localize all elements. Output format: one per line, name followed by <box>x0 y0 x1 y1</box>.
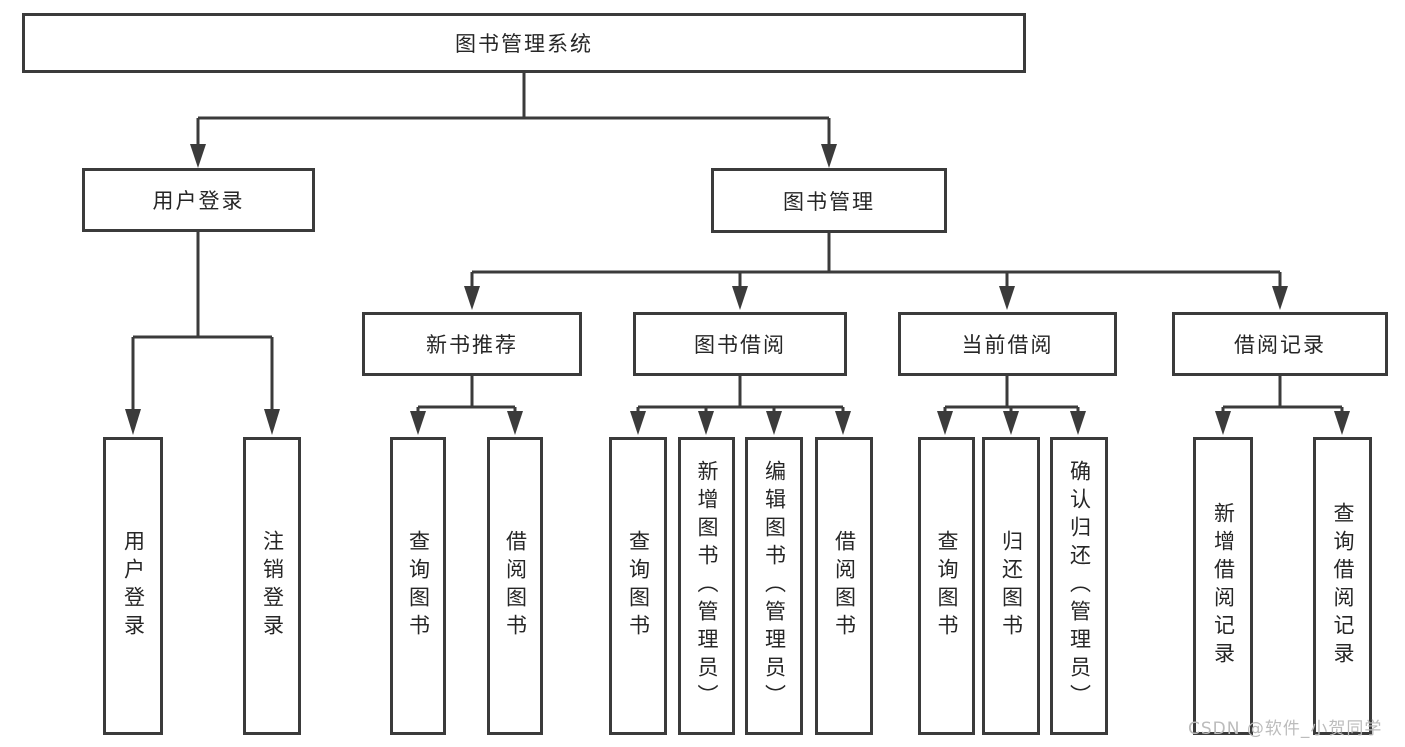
leaf-bb-add-book: 新增图书（管理员） <box>678 437 735 735</box>
leaf-cb-confirm-return-label: 确认归还（管理员） <box>1067 460 1092 712</box>
leaf-logout-label: 注销登录 <box>260 530 285 642</box>
node-new-book-recommend: 新书推荐 <box>362 312 582 376</box>
node-user-login-label: 用户登录 <box>152 189 245 213</box>
leaf-cb-query-book: 查询图书 <box>918 437 975 735</box>
leaf-bb-query-book-label: 查询图书 <box>626 530 651 642</box>
leaf-user-login: 用户登录 <box>103 437 163 735</box>
node-root-label: 图书管理系统 <box>455 32 593 56</box>
leaf-br-add-record: 新增借阅记录 <box>1193 437 1253 735</box>
leaf-bb-edit-book: 编辑图书（管理员） <box>745 437 803 735</box>
leaf-br-add-record-label: 新增借阅记录 <box>1211 502 1236 670</box>
leaf-rec-query-book: 查询图书 <box>390 437 446 735</box>
leaf-rec-query-book-label: 查询图书 <box>406 530 431 642</box>
leaf-cb-query-book-label: 查询图书 <box>935 530 959 642</box>
node-new-book-recommend-label: 新书推荐 <box>426 333 518 357</box>
leaf-rec-borrow-book: 借阅图书 <box>487 437 543 735</box>
leaf-bb-edit-book-label: 编辑图书（管理员） <box>762 460 787 712</box>
node-user-login: 用户登录 <box>82 168 315 232</box>
leaf-cb-confirm-return: 确认归还（管理员） <box>1050 437 1108 735</box>
leaf-rec-borrow-book-label: 借阅图书 <box>503 530 528 642</box>
leaf-logout: 注销登录 <box>243 437 301 735</box>
node-book-management-label: 图书管理 <box>783 189 875 214</box>
node-book-borrow: 图书借阅 <box>633 312 847 376</box>
leaf-bb-borrow-book: 借阅图书 <box>815 437 873 735</box>
leaf-bb-query-book: 查询图书 <box>609 437 667 735</box>
node-borrow-records-label: 借阅记录 <box>1234 333 1326 357</box>
node-current-borrow-label: 当前借阅 <box>961 333 1054 357</box>
leaf-user-login-label: 用户登录 <box>121 530 146 642</box>
leaf-bb-add-book-label: 新增图书（管理员） <box>695 460 719 712</box>
node-current-borrow: 当前借阅 <box>898 312 1117 376</box>
arrowhead-icons <box>125 144 1350 435</box>
csdn-watermark: CSDN @软件_小贺同学 <box>1188 719 1383 739</box>
leaf-cb-return-book: 归还图书 <box>982 437 1040 735</box>
node-book-borrow-label: 图书借阅 <box>694 333 786 357</box>
leaf-br-query-record-label: 查询借阅记录 <box>1331 502 1355 670</box>
leaf-cb-return-book-label: 归还图书 <box>999 530 1024 642</box>
node-book-management: 图书管理 <box>711 168 947 233</box>
leaf-br-query-record: 查询借阅记录 <box>1313 437 1372 735</box>
node-borrow-records: 借阅记录 <box>1172 312 1388 376</box>
node-root: 图书管理系统 <box>22 13 1026 73</box>
leaf-bb-borrow-book-label: 借阅图书 <box>832 530 857 642</box>
